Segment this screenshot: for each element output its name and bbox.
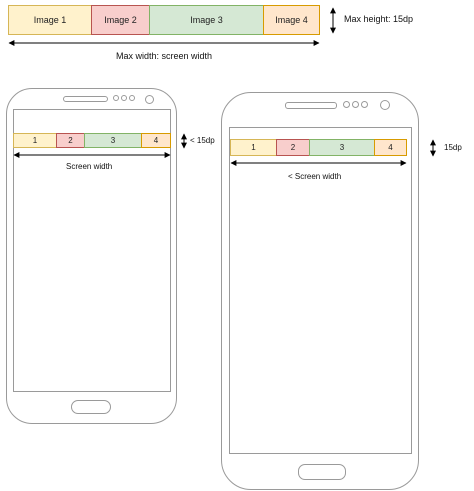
phone-right-home-button <box>298 464 346 480</box>
phone-right-segment-3: 3 <box>309 139 375 156</box>
phone-left-width-label: Screen width <box>66 162 113 171</box>
phone-right-segment-1-label: 1 <box>251 143 256 152</box>
phone-left-segment-1-label: 1 <box>32 136 38 145</box>
phone-left-segment-4: 4 <box>141 133 171 148</box>
phone-left-sensor-2 <box>121 95 127 101</box>
image-1-segment: Image 1 <box>8 5 92 35</box>
image-3-segment: Image 3 <box>149 5 264 35</box>
image-3-label: Image 3 <box>190 15 223 25</box>
phone-left-segment-2-label: 2 <box>68 136 73 145</box>
phone-right-width-label: < Screen width <box>288 172 342 181</box>
image-1-label: Image 1 <box>33 15 67 25</box>
phone-right-segment-3-label: 3 <box>339 143 345 152</box>
phone-right-height-label: 15dp <box>444 143 462 152</box>
phone-right-sensor-1 <box>343 101 350 108</box>
phone-left-sensor-1 <box>113 95 119 101</box>
phone-left-speaker <box>63 96 108 102</box>
image-2-label: Image 2 <box>104 15 137 25</box>
max-width-label: Max width: screen width <box>116 51 213 61</box>
phone-left-sensor-3 <box>129 95 135 101</box>
max-height-label: Max height: 15dp <box>344 14 414 24</box>
phone-right-sensor-2 <box>352 101 359 108</box>
phone-right-segment-4: 4 <box>374 139 407 156</box>
phone-right-camera <box>380 100 390 110</box>
phone-right-speaker <box>285 102 337 109</box>
phone-left-home-button <box>71 400 111 414</box>
image-4-label: Image 4 <box>275 15 308 25</box>
phone-left-segment-1: 1 <box>13 133 57 148</box>
image-4-segment: Image 4 <box>263 5 320 35</box>
phone-right-segment-2-label: 2 <box>290 143 296 152</box>
phone-left-camera <box>145 95 154 104</box>
phone-right-segment-4-label: 4 <box>388 143 393 152</box>
phone-right-segment-2: 2 <box>276 139 310 156</box>
phone-left-segment-3-label: 3 <box>110 136 116 145</box>
phone-right-screen <box>229 127 412 454</box>
phone-right-sensor-3 <box>361 101 368 108</box>
phone-left-height-label: < 15dp <box>190 136 215 145</box>
image-2-segment: Image 2 <box>91 5 150 35</box>
phone-left-segment-4-label: 4 <box>153 136 159 145</box>
